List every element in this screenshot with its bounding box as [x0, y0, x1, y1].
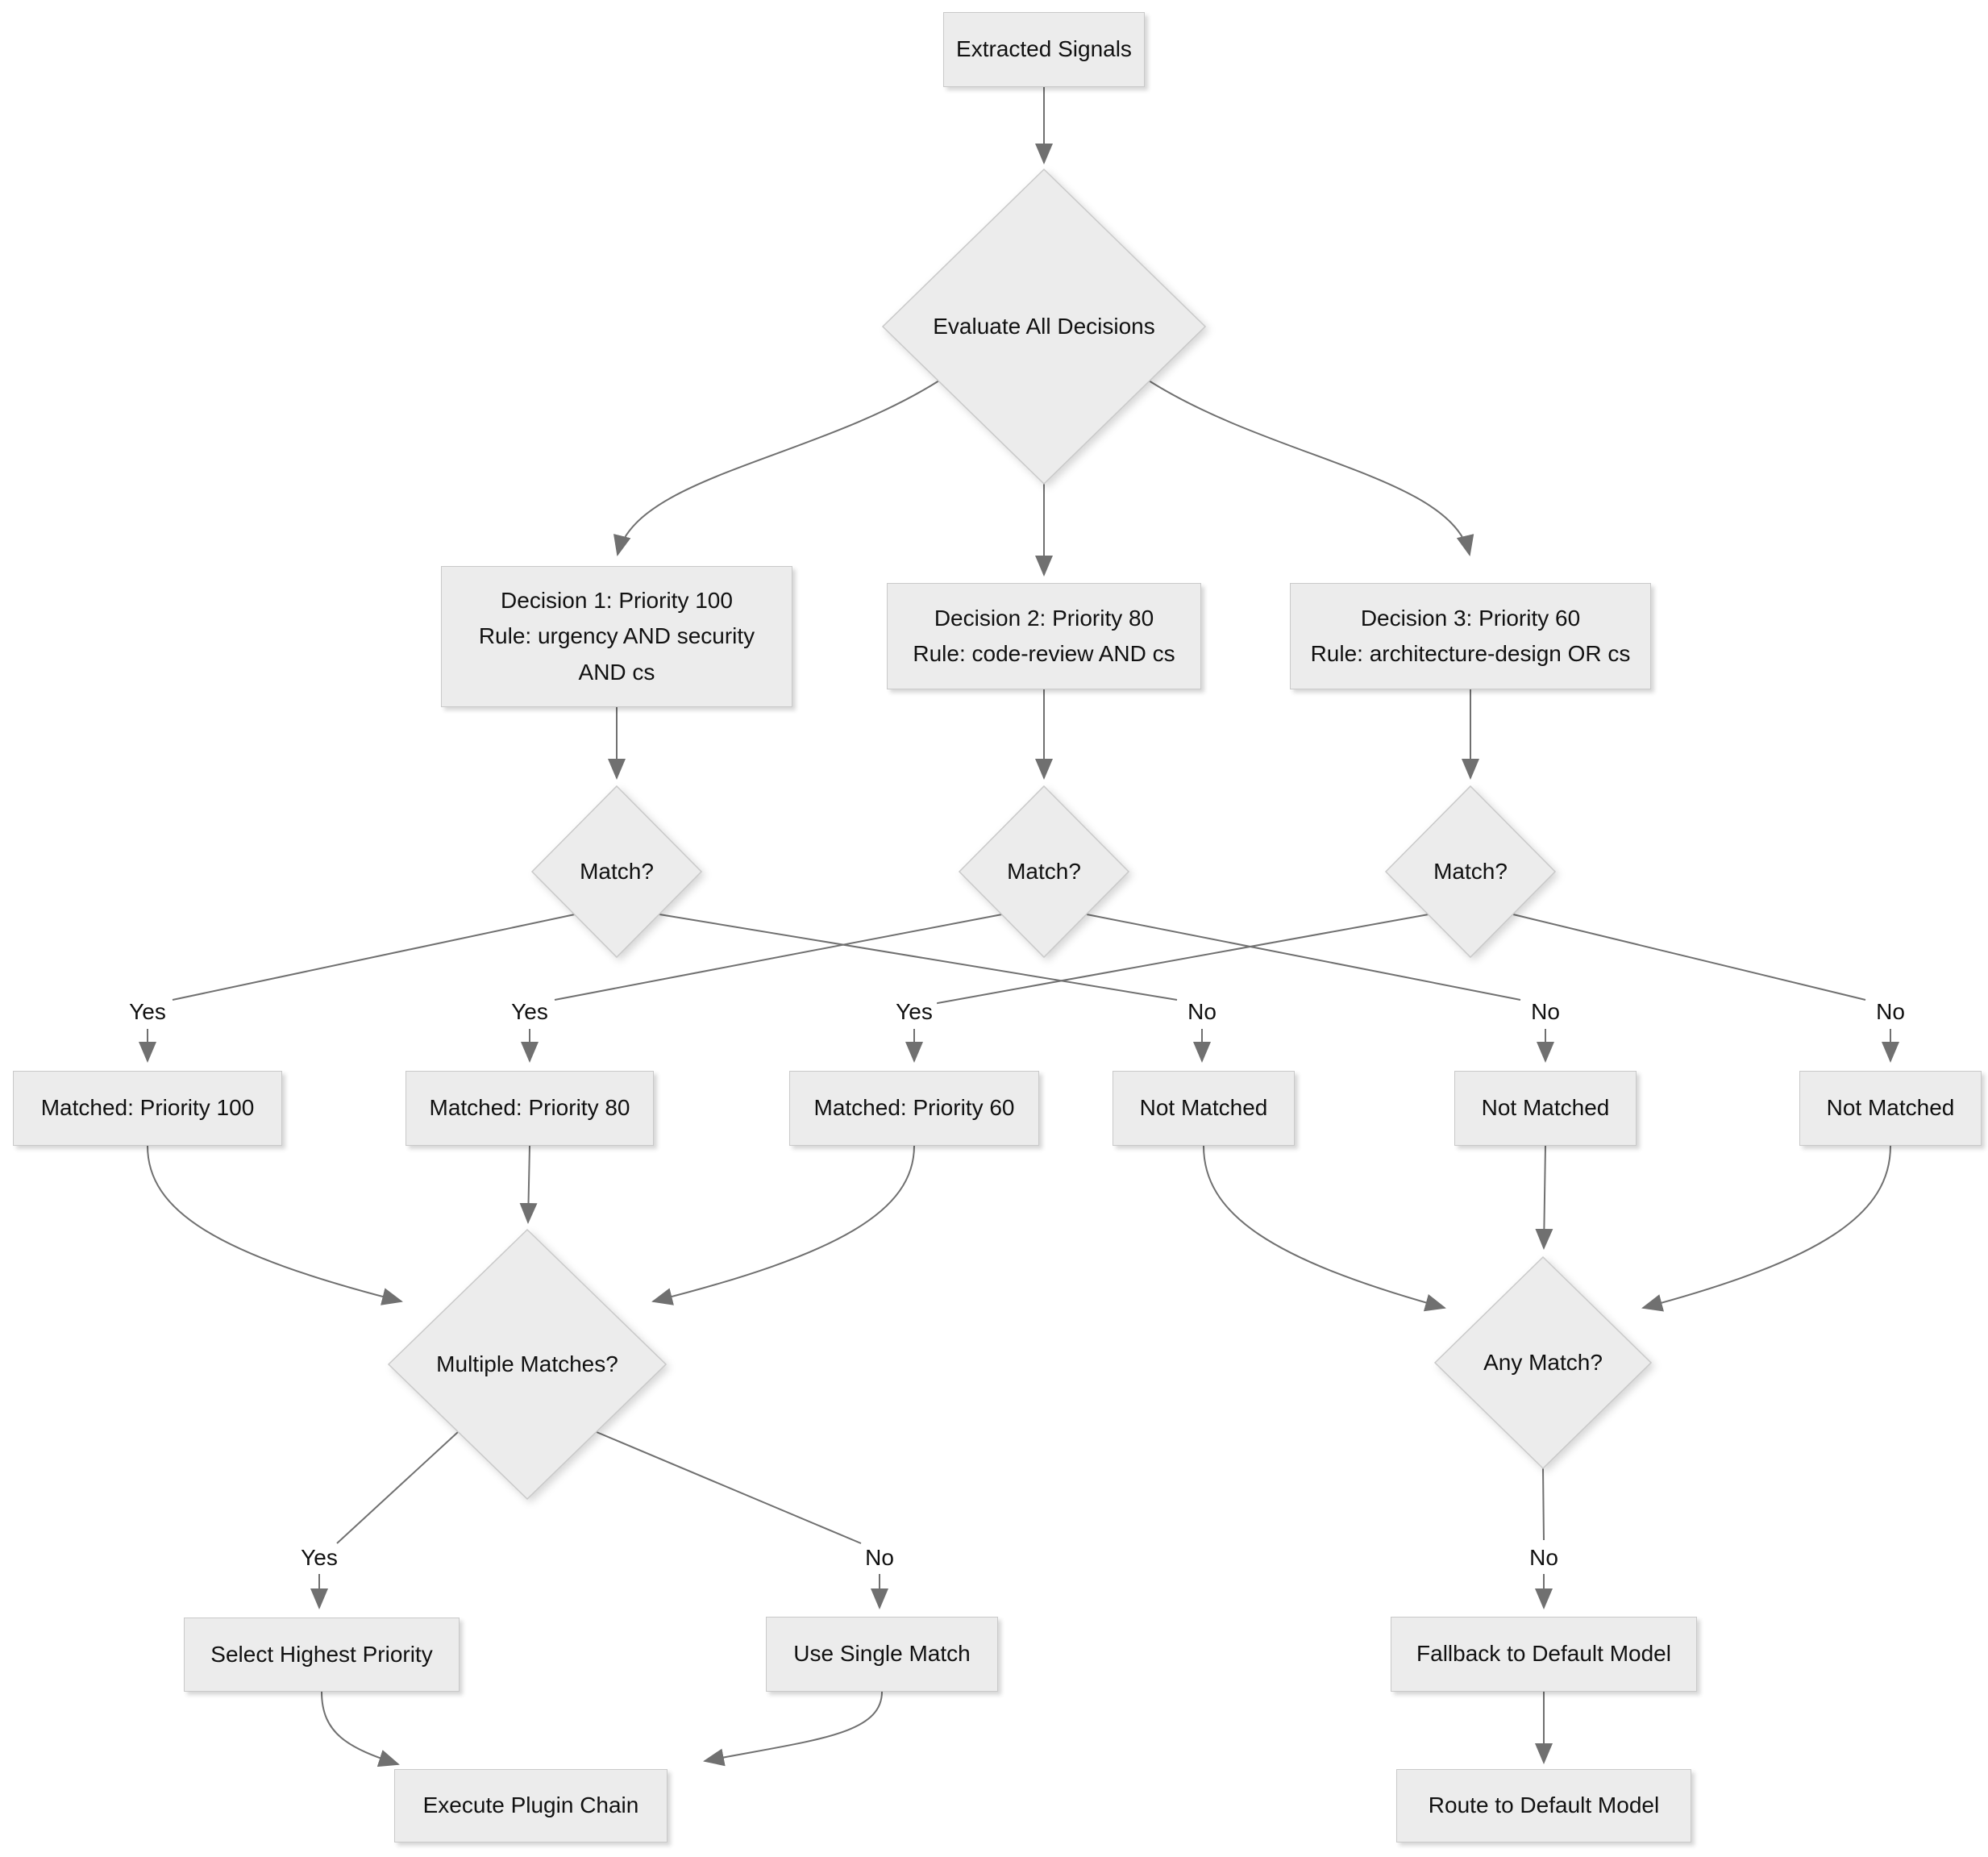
node-not-matched-3: Not Matched	[1799, 1071, 1982, 1146]
node-not-matched-1: Not Matched	[1113, 1071, 1295, 1146]
edge-single-to-execute	[703, 1691, 883, 1767]
node-not-matched-2: Not Matched	[1454, 1071, 1637, 1146]
edge-label-no-anymatch: No	[1525, 1545, 1562, 1571]
edge-label-no-3: No	[1872, 999, 1909, 1025]
edge-label-yes-3: Yes	[892, 999, 937, 1025]
node-matched-priority-100: Matched: Priority 100	[13, 1071, 282, 1146]
edge-multiple-no-line	[596, 1431, 862, 1544]
diamond-multiple-matches	[387, 1228, 668, 1501]
node-decision-2: Decision 2: Priority 80 Rule: code-revie…	[887, 583, 1201, 689]
edge-match2-yes-line	[554, 914, 1003, 1001]
edge-match3-no-line	[1512, 914, 1866, 1001]
edge-notmatched3-to-anymatch	[1641, 1145, 1891, 1312]
edge-label-no-1: No	[1183, 999, 1221, 1025]
edge-label-yes-multiple: Yes	[297, 1545, 342, 1571]
edge-evaluate-to-decision1	[613, 380, 940, 556]
diamond-evaluate-all	[881, 168, 1207, 485]
node-matched-priority-80: Matched: Priority 80	[406, 1071, 654, 1146]
edge-match2-no-line	[1086, 914, 1521, 1001]
edge-label-no-multiple: No	[861, 1545, 898, 1571]
diamond-any-match	[1433, 1255, 1653, 1470]
node-extracted-signals: Extracted Signals	[943, 12, 1145, 87]
edge-label-no-2: No	[1527, 999, 1564, 1025]
label-multiple-matches: Multiple Matches?	[436, 1351, 618, 1376]
edge-label-yes-2: Yes	[507, 999, 552, 1025]
diamond-match-1	[530, 785, 703, 959]
label-match-3: Match?	[1433, 859, 1508, 884]
node-select-highest-priority: Select Highest Priority	[184, 1618, 460, 1692]
edge-anymatch-no-line	[1542, 1468, 1545, 1541]
node-fallback-to-default-model: Fallback to Default Model	[1391, 1617, 1697, 1692]
edge-match1-yes-line	[172, 914, 576, 1001]
edge-matched100-to-multiple	[147, 1145, 403, 1305]
diamond-match-2	[958, 785, 1130, 959]
diamond-match-3	[1384, 785, 1557, 959]
label-match-2: Match?	[1007, 859, 1081, 884]
edge-select-to-execute	[321, 1691, 400, 1767]
edge-match3-yes-line	[928, 914, 1429, 1006]
label-match-1: Match?	[580, 859, 654, 884]
edge-label-yes-1: Yes	[125, 999, 170, 1025]
edge-multiple-yes-line	[336, 1431, 459, 1544]
label-any-match: Any Match?	[1483, 1350, 1603, 1375]
label-evaluate-all-decisions: Evaluate All Decisions	[933, 314, 1155, 339]
node-use-single-match: Use Single Match	[766, 1617, 998, 1692]
node-route-to-default-model: Route to Default Model	[1396, 1769, 1691, 1842]
node-matched-priority-60: Matched: Priority 60	[789, 1071, 1039, 1146]
edge-notmatched1-to-anymatch	[1203, 1145, 1446, 1312]
edge-evaluate-to-decision3	[1148, 380, 1474, 556]
edge-matched80-to-multiple	[519, 1145, 538, 1224]
edge-notmatched2-to-anymatch	[1535, 1145, 1553, 1250]
node-decision-1: Decision 1: Priority 100 Rule: urgency A…	[441, 566, 792, 707]
edge-matched60-to-multiple	[651, 1145, 915, 1305]
node-decision-3: Decision 3: Priority 60 Rule: architectu…	[1290, 583, 1651, 689]
edge-match1-no-line	[659, 914, 1178, 1001]
node-execute-plugin-chain: Execute Plugin Chain	[394, 1769, 668, 1842]
